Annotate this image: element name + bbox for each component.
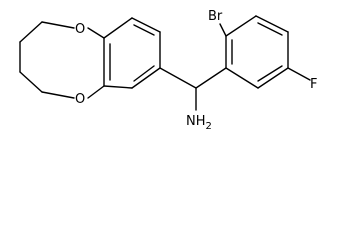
bond-p2-p3: [225, 15, 257, 37]
bond-c-c-ring-lower: [19, 71, 43, 93]
dioxepine-ring: [19, 21, 105, 99]
bond-methine-aryl2: [195, 67, 227, 89]
amine-label: NH2: [186, 114, 212, 132]
double-bond-a4-a5: [133, 65, 155, 82]
bond-a4-a5: [131, 67, 161, 89]
oxygen-label-top: O: [75, 22, 85, 37]
benzo-ring: [103, 17, 161, 89]
bond-c-o2: [41, 91, 75, 99]
bond-c-c-ring-upper: [19, 21, 43, 43]
methine-center: [159, 67, 227, 111]
bond-o2-aryl: [87, 85, 105, 99]
double-bond-p5-p6: [257, 65, 283, 82]
bromine-label: Br: [208, 9, 223, 24]
double-bond-p3-p4: [257, 22, 283, 36]
bond-o1-aryl: [87, 27, 105, 39]
structure-canvas: O O Br F NH2: [19, 9, 318, 132]
fluorine-label: F: [310, 77, 317, 92]
amine-nh: NH: [186, 114, 206, 129]
phenyl-ring: [219, 15, 311, 89]
bond-a1-a2: [103, 17, 133, 39]
bond-p6-p1: [225, 67, 259, 89]
bond-p5-p6: [257, 67, 289, 89]
bond-o1-c: [41, 21, 75, 29]
bond-p3-p4: [255, 15, 289, 33]
bond-aryl-methine: [159, 67, 197, 89]
molecule-structure: O O Br F NH2: [19, 9, 317, 132]
bond-a5-a6: [103, 85, 133, 89]
amine-subscript: 2: [206, 121, 212, 132]
bond-p2-br: [219, 23, 227, 37]
bond-a2-a3: [131, 17, 161, 33]
bond-p5-f: [287, 67, 311, 81]
double-bond-a2-a3: [133, 24, 155, 36]
oxygen-label-bottom: O: [75, 92, 85, 107]
